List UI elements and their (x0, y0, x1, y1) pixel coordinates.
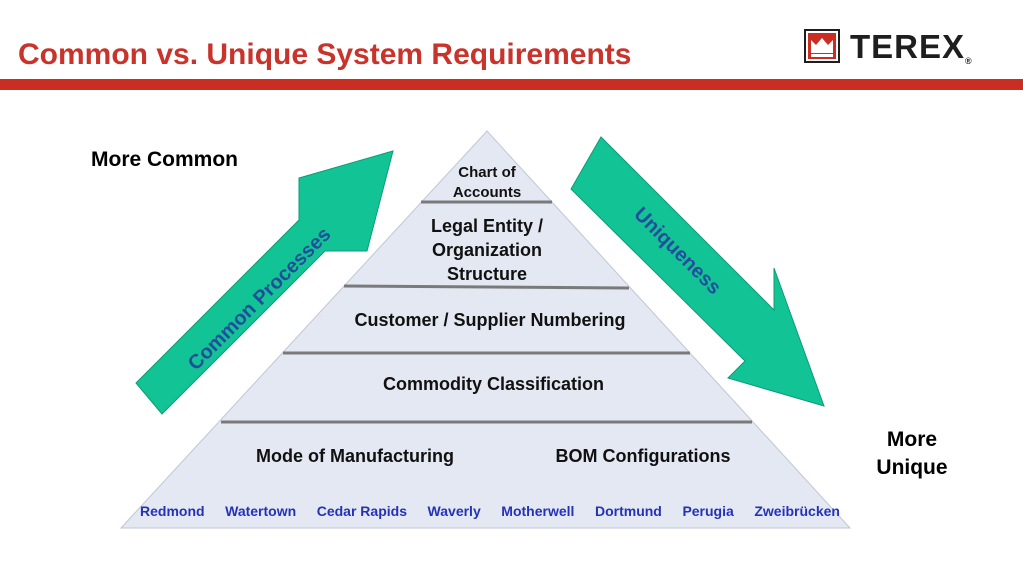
city-label: Cedar Rapids (316, 503, 407, 519)
pyramid-shape (119, 130, 852, 529)
terex-crown-icon (804, 29, 840, 63)
terex-logo: TEREX® (804, 28, 1014, 66)
more-unique-label: More Unique (876, 428, 948, 479)
logo-wordmark: TEREX® (850, 28, 973, 66)
city-label: Dortmund (594, 503, 662, 519)
page-title: Common vs. Unique System Requirements (18, 38, 632, 71)
tier-bom-configurations: BOM Configurations (555, 446, 731, 466)
city-label: Perugia (682, 503, 734, 519)
more-common-label: More Common (91, 148, 238, 171)
common-processes-arrow (135, 150, 394, 415)
tier-legal-entity: Legal Entity / Organization Structure (430, 216, 544, 284)
city-label: Zweibrücken (754, 503, 840, 519)
city-label: Waverly (427, 503, 481, 519)
city-label: Motherwell (501, 503, 575, 519)
tier-commodity: Commodity Classification (382, 374, 605, 394)
title-underline-bar (0, 79, 1023, 90)
city-label: Watertown (225, 503, 297, 519)
tier-divider (343, 284, 630, 290)
city-list: Redmond Watertown Cedar Rapids Waverly M… (140, 503, 840, 519)
tier-mode-of-manufacturing: Mode of Manufacturing (256, 446, 454, 466)
tier-chart-of-accounts: Chart of Accounts (452, 164, 522, 201)
tier-customer-supplier: Customer / Supplier Numbering (354, 310, 626, 330)
city-label: Redmond (140, 503, 205, 519)
uniqueness-arrow (570, 136, 825, 407)
